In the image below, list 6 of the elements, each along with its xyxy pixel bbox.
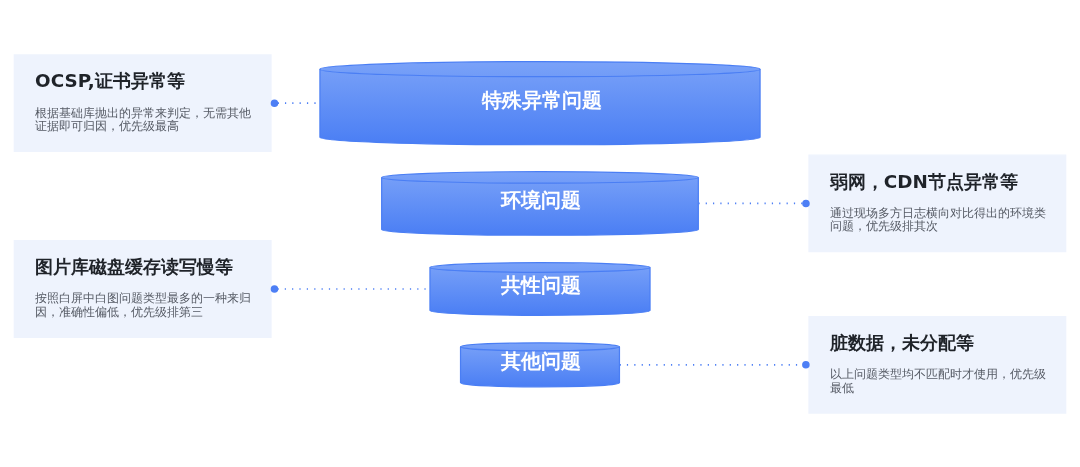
node-box: 脏数据，未分配等 以上问题类型均不匹配时才使用，优先级最低 (808, 315, 1067, 414)
node-box: OCSP,证书异常等 根据基础库抛出的异常来判定，无需其他证据即可归因，优先级最高 (13, 53, 272, 152)
node-box: 图片库磁盘缓存读写慢等 按照白屏中白图问题类型最多的一种来归因，准确性偏低，优先级排第三 (13, 239, 272, 338)
node-box: 弱网，CDN节点异常等 通过现场多方日志横向对比得出的环境类问题，优先级排其次 (808, 154, 1067, 252)
connector (618, 360, 810, 369)
connector (697, 199, 810, 207)
